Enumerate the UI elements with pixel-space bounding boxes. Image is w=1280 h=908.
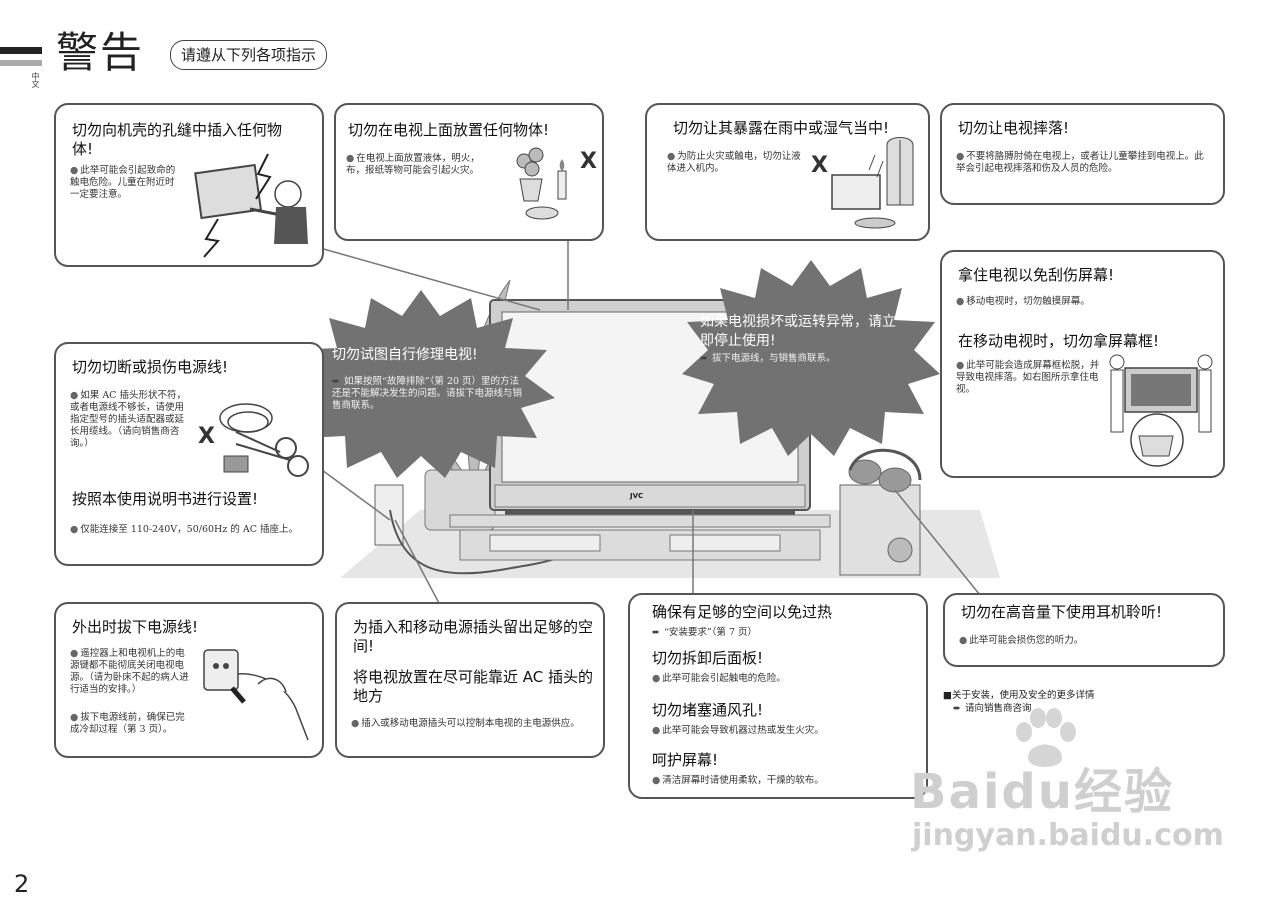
rain-x-mark: X: [811, 153, 828, 178]
damage-title: 如果电视损坏或运转异常，请立即停止使用!: [700, 314, 896, 349]
warning-box-headphone: 切勿在高音量下使用耳机聆听! 此举可能会损伤您的听力。: [943, 593, 1225, 667]
unplug-title: 外出时拔下电源线!: [72, 618, 199, 636]
tv-brand-label: JVC: [630, 492, 644, 500]
header-bar-dark: [0, 47, 42, 54]
damage-text: 拔下电源线，与销售商联系。: [700, 353, 900, 365]
wall-outlet: [374, 484, 404, 546]
warning-box-heat: 确保有足够的空间以免过热 “安装要求”（第 7 页） 切勿拆卸后面板! 此举可能…: [628, 593, 928, 799]
warning-box-unplug: 外出时拔下电源线! 遥控器上和电视机上的电源键都不能彻底关闭电视电源。（请为卧床…: [54, 602, 324, 758]
warning-box-hold: 拿住电视以免刮伤屏幕! 移动电视时，切勿触摸屏幕。 在移动电视时，切勿拿屏幕框!…: [940, 250, 1225, 478]
page-title: 警告: [56, 28, 145, 77]
tv-stand: [449, 514, 831, 561]
vase-candle-illustration: [516, 147, 567, 220]
child-shock-illustration: [194, 153, 308, 258]
cord-x-mark: X: [198, 424, 215, 449]
warning-box-rain: 切勿让其暴露在雨中或湿气当中! 为防止火灾或触电，切勿让液体进入机内。 X: [645, 103, 930, 241]
space-plug-title-2: 将电视放置在尽可能靠近 AC 插头的地方: [353, 668, 594, 705]
insert-text: 此举可能会引起致命的触电危险。儿童在附近时一定要注意。: [70, 165, 182, 201]
footnote-line-1: ■关于安装，使用及安全的更多详情: [943, 690, 1095, 701]
heat-text-4: 清洁屏幕时请使用柔软，干燥的软布。: [652, 775, 912, 787]
top-object-text: 在电视上面放置液体，明火，布，报纸等物可能会引起火灾。: [346, 153, 496, 177]
rain-text: 为防止火灾或触电，切勿让液体进入机内。: [667, 151, 807, 175]
heat-text-2: 此举可能会引起触电的危险。: [652, 673, 912, 685]
header-bar-light: [0, 60, 42, 66]
rain-title: 切勿让其暴露在雨中或湿气当中!: [673, 119, 890, 137]
headphone-title: 切勿在高音量下使用耳机聆听!: [961, 603, 1163, 621]
drop-title: 切勿让电视摔落!: [958, 119, 1070, 137]
hold-title-2: 在移动电视时，切勿拿屏幕框!: [958, 332, 1160, 350]
repair-text: 如果按照“故障排除”（第 20 页）里的方法还是不能解决发生的问题。请拔下电源线…: [332, 376, 526, 412]
cord-title-2: 按照本使用说明书进行设置!: [72, 490, 259, 508]
cord-title: 切勿切断或损伤电源线!: [72, 358, 229, 376]
repair-title: 切勿试图自行修理电视!: [332, 347, 478, 363]
warning-box-cord: 切勿切断或损伤电源线! 如果 AC 插头形状不符，或者电源线不够长，请使用指定型…: [54, 342, 324, 566]
hold-title: 拿住电视以免刮伤屏幕!: [958, 266, 1115, 284]
top-object-x-mark: X: [580, 149, 597, 174]
warning-box-top-object: 切勿在电视上面放置任何物体! 在电视上面放置液体，明火，布，报纸等物可能会引起火…: [334, 103, 604, 241]
space-plug-title: 为插入和移动电源插头留出足够的空间!: [353, 618, 594, 655]
warning-box-space-plug: 为插入和移动电源插头留出足够的空间! 将电视放置在尽可能靠近 AC 插头的地方 …: [335, 602, 605, 758]
watermark-url: jingyan.baidu.com: [912, 818, 1224, 853]
cord-text: 如果 AC 插头形状不符，或者电源线不够长，请使用指定型号的插头适配器或延长用缆…: [70, 390, 186, 450]
side-language-label: 中文: [31, 72, 40, 88]
heat-ref: “安装要求”（第 7 页）: [652, 627, 912, 639]
heat-title: 确保有足够的空间以免过热: [652, 603, 833, 621]
drop-text: 不要将胳膊肘倚在电视上，或者让儿童攀挂到电视上。此举会引起电视摔落和伤及人员的危…: [956, 151, 1211, 175]
warning-box-insert: 切勿向机壳的孔缝中插入任何物体! 此举可能会引起致命的触电危险。儿童在附近时一定…: [54, 103, 324, 267]
unplug-text-2: 拔下电源线前，确保已完成冷却过程（第 3 页）。: [70, 712, 192, 736]
heat-text-3: 此举可能会导致机器过热或发生火灾。: [652, 725, 912, 737]
footnote-line-2: 请向销售商咨询: [953, 703, 1193, 715]
hold-text-2: 此举可能会造成屏幕框松脱，并导致电视摔落。如右图所示拿住电视。: [956, 360, 1106, 396]
unplug-illustration: [203, 649, 309, 741]
page-subtitle: 请遵从下列各项指示: [170, 40, 328, 70]
heat-title-2: 切勿拆卸后面板!: [652, 649, 764, 667]
hold-text: 移动电视时，切勿触摸屏幕。: [956, 296, 1206, 308]
cord-text-2: 仅能连接至 110-240V，50/60Hz 的 AC 插座上。: [70, 524, 315, 536]
heat-title-4: 呵护屏幕!: [652, 751, 719, 769]
warning-box-drop: 切勿让电视摔落! 不要将胳膊肘倚在电视上，或者让儿童攀挂到电视上。此举会引起电视…: [940, 103, 1225, 205]
space-plug-text: 插入或移动电源插头可以控制本电视的主电源供应。: [351, 718, 596, 730]
page-number: 2: [14, 870, 30, 898]
watermark-main: Baidu经验: [910, 764, 1174, 820]
top-object-title: 切勿在电视上面放置任何物体!: [348, 121, 550, 139]
center-illustration: [319, 279, 1000, 578]
speaker: [839, 448, 922, 576]
unplug-text: 遥控器上和电视机上的电源键都不能彻底关闭电视电源。（请为卧床不起的病人进行适当的…: [70, 648, 192, 696]
heat-title-3: 切勿堵塞通风孔!: [652, 701, 764, 719]
headphone-text: 此举可能会损伤您的听力。: [959, 635, 1209, 647]
carry-tv-illustration: [1109, 354, 1213, 467]
insert-title: 切勿向机壳的孔缝中插入任何物体!: [72, 121, 283, 158]
scissors-cord-illustration: [219, 403, 309, 477]
paw-logo-icon: [1016, 708, 1076, 767]
tv-window-illustration: [831, 137, 914, 229]
